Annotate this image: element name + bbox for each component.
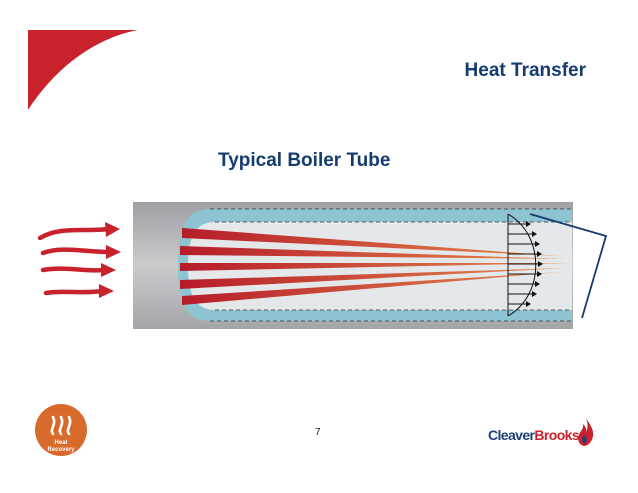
heat-recovery-label: Heat Recovery: [47, 440, 75, 453]
velocity-profile: [507, 213, 538, 317]
incoming-gas-arrows: [37, 226, 111, 296]
heat-flow-rays: [180, 228, 572, 305]
cleaverbrooks-logo: CleaverBrooks: [488, 427, 580, 443]
boiler-tube-diagram: [37, 202, 608, 329]
header-title: Heat Transfer: [464, 60, 586, 81]
flame-icon: [578, 418, 594, 446]
boundary-callout-lines: [529, 213, 608, 319]
heat-recovery-logo: [35, 404, 87, 456]
page-number: 7: [315, 427, 321, 438]
corner-swoosh-decoration: [28, 30, 138, 110]
slide-subtitle: Typical Boiler Tube: [218, 150, 391, 171]
